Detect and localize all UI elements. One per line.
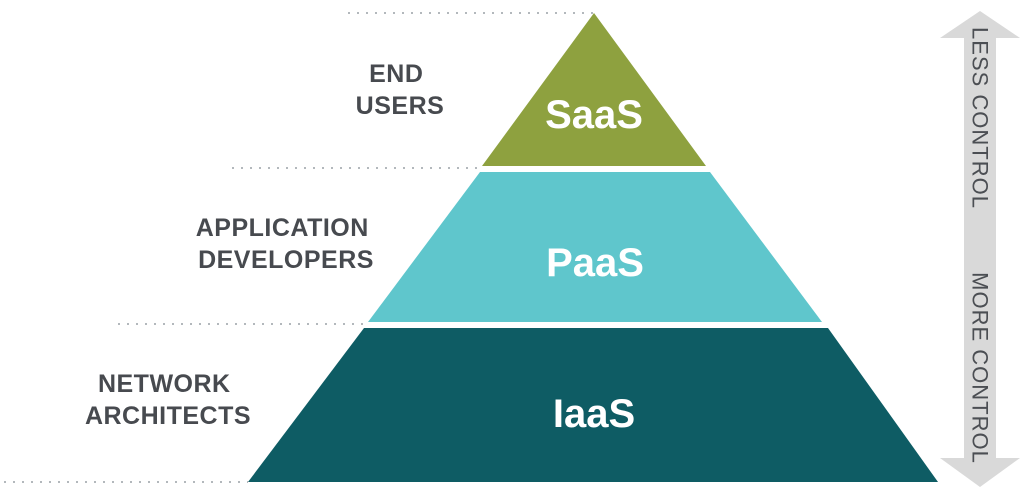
iaas-layer [248, 328, 938, 482]
paas-layer [368, 172, 822, 322]
more-control-label: MORE CONTROL [968, 272, 993, 464]
audience-network-architects: NETWORK ARCHITECTS [85, 370, 251, 430]
iaas-label: IaaS [553, 392, 635, 436]
control-arrow: LESS CONTROL MORE CONTROL [940, 11, 1020, 487]
saas-label: SaaS [545, 93, 643, 137]
control-arrow-shape [940, 11, 1020, 487]
paas-label: PaaS [546, 241, 644, 285]
audience-end-users-line-2: USERS [356, 92, 445, 120]
audience-labels: END USERS APPLICATION DEVELOPERS NETWORK… [85, 60, 444, 430]
audience-app-dev-line-2: DEVELOPERS [198, 246, 374, 274]
audience-app-dev-line-1: APPLICATION [196, 214, 369, 242]
audience-end-users-line-1: END [369, 60, 423, 88]
audience-net-arch-line-2: ARCHITECTS [85, 402, 251, 430]
less-control-label: LESS CONTROL [968, 27, 993, 209]
pyramid: SaaS PaaS IaaS [248, 13, 938, 482]
audience-net-arch-line-1: NETWORK [98, 370, 231, 398]
audience-end-users: END USERS [356, 60, 445, 120]
saas-layer [482, 13, 706, 166]
audience-application-developers: APPLICATION DEVELOPERS [196, 214, 377, 274]
